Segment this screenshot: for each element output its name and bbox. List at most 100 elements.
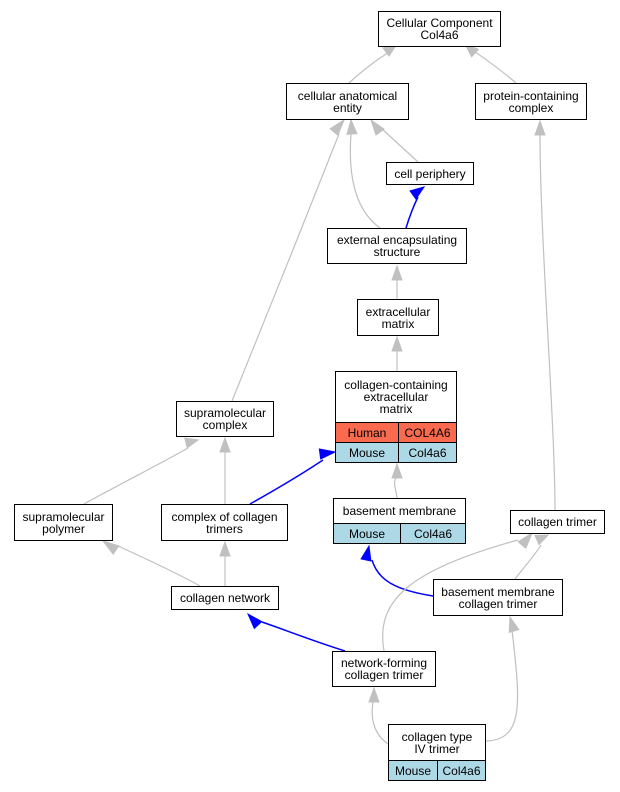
- node-cp[interactable]: cell periphery: [386, 162, 474, 185]
- node-label-line: collagen trimer: [458, 596, 538, 611]
- node-label-line: structure: [373, 245, 421, 259]
- edge-c4-to-bmct: [485, 629, 519, 742]
- node-label-line: supramolecular: [22, 509, 105, 524]
- node-label-line: cell periphery: [394, 166, 466, 181]
- node-label-line: extracellular: [365, 304, 431, 319]
- node-label-line: external encapsulating: [336, 233, 458, 247]
- node-label-line: trimers: [206, 521, 243, 536]
- annotation-row: Human COL4A6: [336, 422, 456, 442]
- edge-ct-to-pcc: [539, 133, 556, 511]
- node-label-line: supramolecular: [183, 406, 267, 420]
- node-label-line: Cellular Component: [386, 16, 493, 30]
- arrowhead: [534, 119, 546, 136]
- arrowhead: [346, 118, 358, 135]
- node-ct[interactable]: collagen trimer: [510, 510, 605, 534]
- edge-smc-to-cae: [231, 133, 340, 402]
- node-label-line: basement membrane: [342, 504, 457, 518]
- species-cell: Mouse: [394, 763, 432, 778]
- edge-bmct-to-bm: [371, 559, 434, 597]
- node-label-line: collagen network: [179, 591, 271, 605]
- edge-ees-to-cp: [405, 196, 419, 229]
- node-label-line: IV trimer: [414, 741, 460, 756]
- node-cn[interactable]: collagen network: [171, 586, 279, 610]
- node-label-line: complex: [202, 418, 248, 432]
- arrowhead: [391, 462, 403, 479]
- gene-cell: COL4A6: [398, 423, 456, 442]
- edge-cae-to-root: [348, 49, 393, 84]
- arrowhead: [219, 540, 231, 557]
- node-label-line: matrix: [381, 316, 415, 331]
- node-label-line: collagen type: [401, 729, 473, 744]
- arrowhead: [409, 186, 426, 200]
- node-label: basement membrane: [334, 499, 465, 523]
- node-label: cell periphery: [387, 163, 473, 184]
- node-label-line: matrix: [379, 402, 413, 416]
- annotation-row: Mouse Col4a6: [336, 442, 456, 462]
- arrowhead: [508, 615, 520, 634]
- arrowhead: [517, 531, 534, 550]
- arrowhead: [246, 612, 263, 630]
- annotation-row: Mouse Col4a6: [334, 523, 465, 543]
- gene-cell: Col4a6: [400, 524, 465, 543]
- edge-nfct-to-cn: [261, 621, 346, 652]
- arrowhead: [184, 437, 200, 449]
- edge-cn-to-smp: [117, 545, 201, 587]
- node-label-line: basement membrane: [441, 584, 555, 599]
- arrowhead: [101, 540, 120, 555]
- species-cell: Human: [347, 425, 387, 440]
- arrowhead: [391, 335, 403, 352]
- node-label: collagen network: [172, 587, 278, 609]
- edge-c4-to-nfct: [371, 701, 389, 745]
- node-label-line: extracellular: [363, 390, 429, 404]
- node-label: collagen trimer: [511, 511, 604, 533]
- species-cell: Mouse: [348, 526, 386, 541]
- node-label-line: collagen-containing: [344, 378, 448, 392]
- arrowhead: [370, 118, 385, 136]
- arrowhead: [329, 118, 346, 137]
- arrowhead: [368, 686, 380, 703]
- species-cell: Mouse: [348, 445, 386, 460]
- edge-cct-to-ccecm: [249, 459, 324, 505]
- edge-bmct-to-ct: [514, 544, 542, 580]
- node-label-line: complex: [508, 100, 554, 115]
- edge-bm-to-ccecm: [393, 476, 398, 499]
- node-label-line: polymer: [42, 521, 85, 536]
- arrowhead: [391, 264, 403, 281]
- node-label-line: network-forming: [340, 656, 428, 670]
- edge-cp-to-cae: [380, 127, 419, 163]
- arrowhead: [360, 544, 372, 562]
- node-label-line: collagen trimer: [518, 515, 597, 529]
- node-label-line: Col4a6: [420, 28, 459, 42]
- node-label-line: entity: [333, 100, 362, 115]
- arrowhead: [534, 534, 550, 546]
- gene-cell: Col4a6: [398, 443, 456, 462]
- node-label-line: cellular anatomical: [297, 88, 398, 103]
